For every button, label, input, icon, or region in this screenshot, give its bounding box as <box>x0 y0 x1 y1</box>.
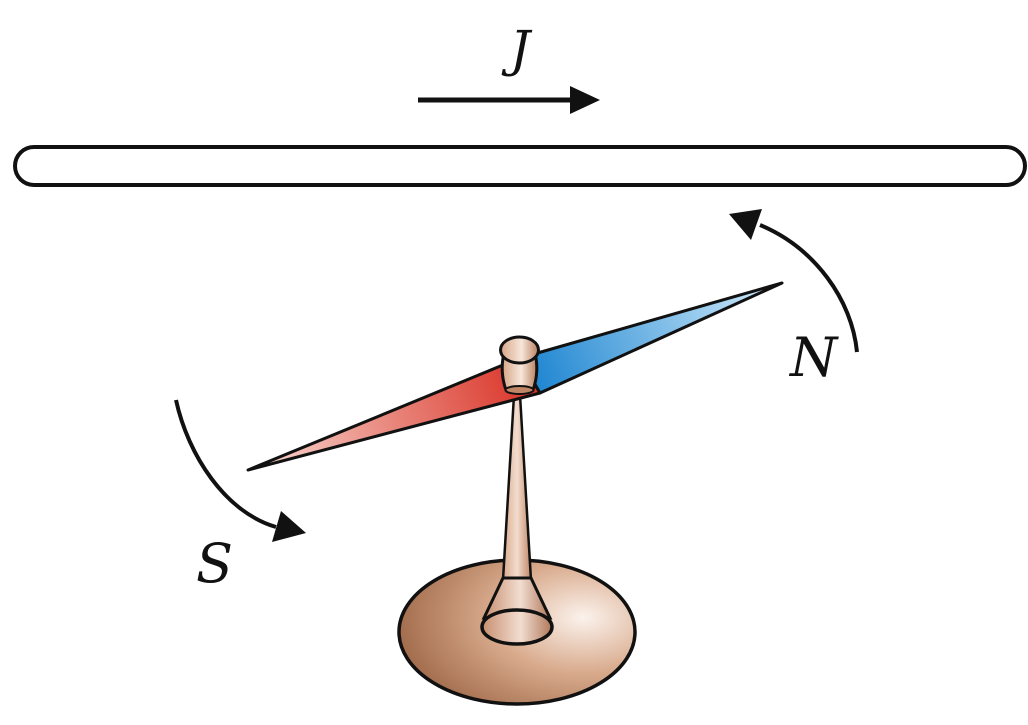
socket-rim <box>480 608 554 646</box>
needle-south-half <box>246 356 542 472</box>
north-label: N <box>788 326 839 389</box>
arc-path <box>759 223 859 353</box>
arc-path <box>174 399 277 529</box>
straight-wire <box>13 145 1027 187</box>
current-label: J <box>501 20 533 78</box>
curved-arrow-icon <box>729 209 762 240</box>
north-rotation-arrow <box>729 209 859 353</box>
arrow-right-icon <box>570 86 600 114</box>
compass-stand <box>397 393 637 706</box>
stand-stem <box>501 393 533 582</box>
stand-socket <box>481 576 553 620</box>
south-rotation-arrow <box>174 399 306 542</box>
current-direction-arrow <box>418 86 600 114</box>
pivot-cap-top <box>499 335 540 365</box>
south-label: S <box>196 532 233 595</box>
needle-north-half <box>518 281 784 395</box>
pivot-cap-bottom <box>504 385 535 395</box>
compass-needle <box>246 281 784 472</box>
curved-arrow-icon <box>272 511 306 542</box>
